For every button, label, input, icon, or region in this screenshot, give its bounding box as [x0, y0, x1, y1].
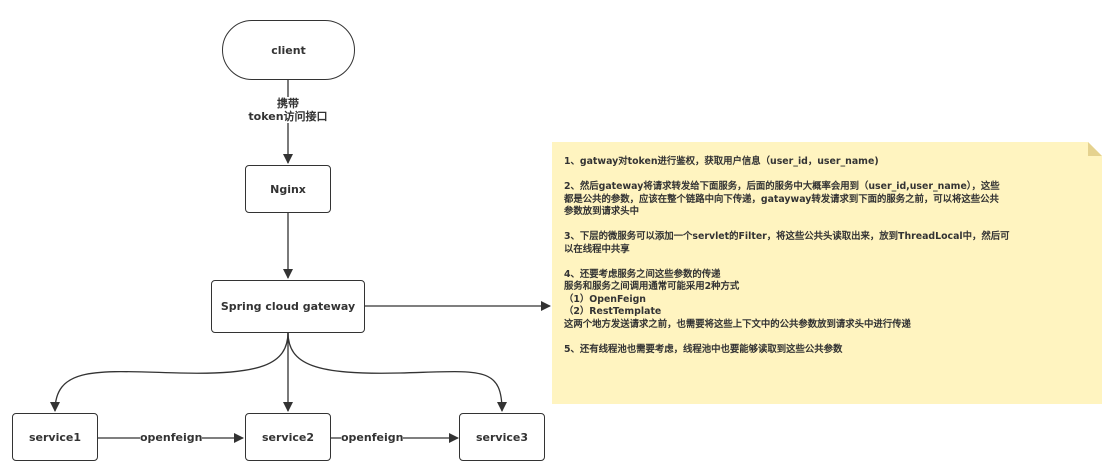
edge-label-line1: 携带 — [277, 97, 299, 110]
note-item-4-line-3: （1）OpenFeign — [564, 293, 646, 305]
edge-label-openfeign-1: openfeign — [140, 431, 203, 444]
note-item-4-line-1: 4、还要考虑服务之间这些参数的传递 — [564, 268, 721, 280]
client-node[interactable]: client — [222, 20, 355, 80]
service1-node[interactable]: service1 — [12, 413, 98, 461]
annotation-note: 1、gatway对token进行鉴权，获取用户信息（user_id，user_n… — [552, 142, 1102, 404]
note-item-3-line-2: 以在线程中共享 — [564, 243, 630, 255]
nginx-node[interactable]: Nginx — [245, 165, 331, 213]
edge-gateway-service3 — [287, 331, 507, 412]
edge-gateway-service1 — [50, 331, 289, 412]
note-item-4-line-2: 服务和服务之间调用通常可能采用2种方式 — [564, 281, 740, 292]
service3-node[interactable]: service3 — [459, 413, 545, 461]
gateway-node[interactable]: Spring cloud gateway — [211, 280, 365, 333]
service2-node[interactable]: service2 — [245, 413, 331, 461]
edge-label-token: 携带 token访问接口 — [240, 97, 336, 123]
note-item-3-line-1: 3、下层的微服务可以添加一个servlet的Filter，将这些公共头读取出来，… — [564, 231, 1010, 242]
edge-label-openfeign-2: openfeign — [341, 431, 404, 444]
note-item-2-line-1: 2、然后gateway将请求转发给下面服务，后面的服务中大概率会用到（user_… — [564, 181, 1000, 192]
edge-label-line2: token访问接口 — [248, 110, 328, 123]
note-item-2-line-3: 参数放到请求头中 — [564, 206, 640, 217]
note-item-1: 1、gatway对token进行鉴权，获取用户信息（user_id，user_n… — [564, 156, 879, 167]
note-item-4-line-5: 这两个地方发送请求之前，也需要将这些上下文中的公共参数放到请求头中进行传递 — [564, 318, 911, 330]
note-item-4-line-4: （2）RestTemplate — [564, 306, 662, 317]
note-item-5: 5、还有线程池也需要考虑，线程池中也要能够读取到这些公共参数 — [564, 343, 843, 355]
note-item-2-line-2: 都是公共的参数，应该在整个链路中向下传递，gatayway转发请求到下面的服务之… — [564, 193, 999, 205]
